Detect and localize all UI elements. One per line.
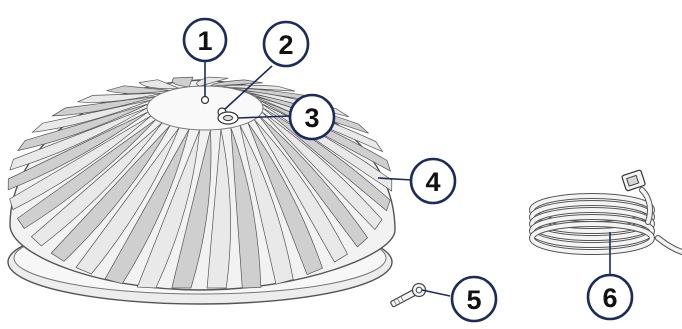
callout-2: 2 [264, 22, 308, 66]
callout-5: 5 [452, 277, 496, 321]
cable-gland-inner [224, 115, 233, 120]
callout-4-label: 4 [425, 167, 440, 197]
light-fixture [8, 77, 395, 304]
leader-5 [422, 290, 450, 296]
callout-6-label: 6 [602, 283, 617, 313]
power-cable [532, 170, 682, 252]
callout-2-label: 2 [278, 30, 293, 60]
callout-6: 6 [588, 275, 632, 319]
mounting-hole [202, 97, 209, 104]
eyebolt-shank [390, 290, 416, 308]
callout-1-label: 1 [197, 26, 212, 56]
eyebolt [389, 281, 428, 310]
callout-3-label: 3 [304, 103, 319, 133]
callout-3: 3 [290, 95, 334, 139]
callout-5-label: 5 [466, 285, 481, 315]
callout-1: 1 [184, 19, 226, 61]
callout-4: 4 [411, 159, 455, 203]
cable-coil [532, 196, 652, 252]
